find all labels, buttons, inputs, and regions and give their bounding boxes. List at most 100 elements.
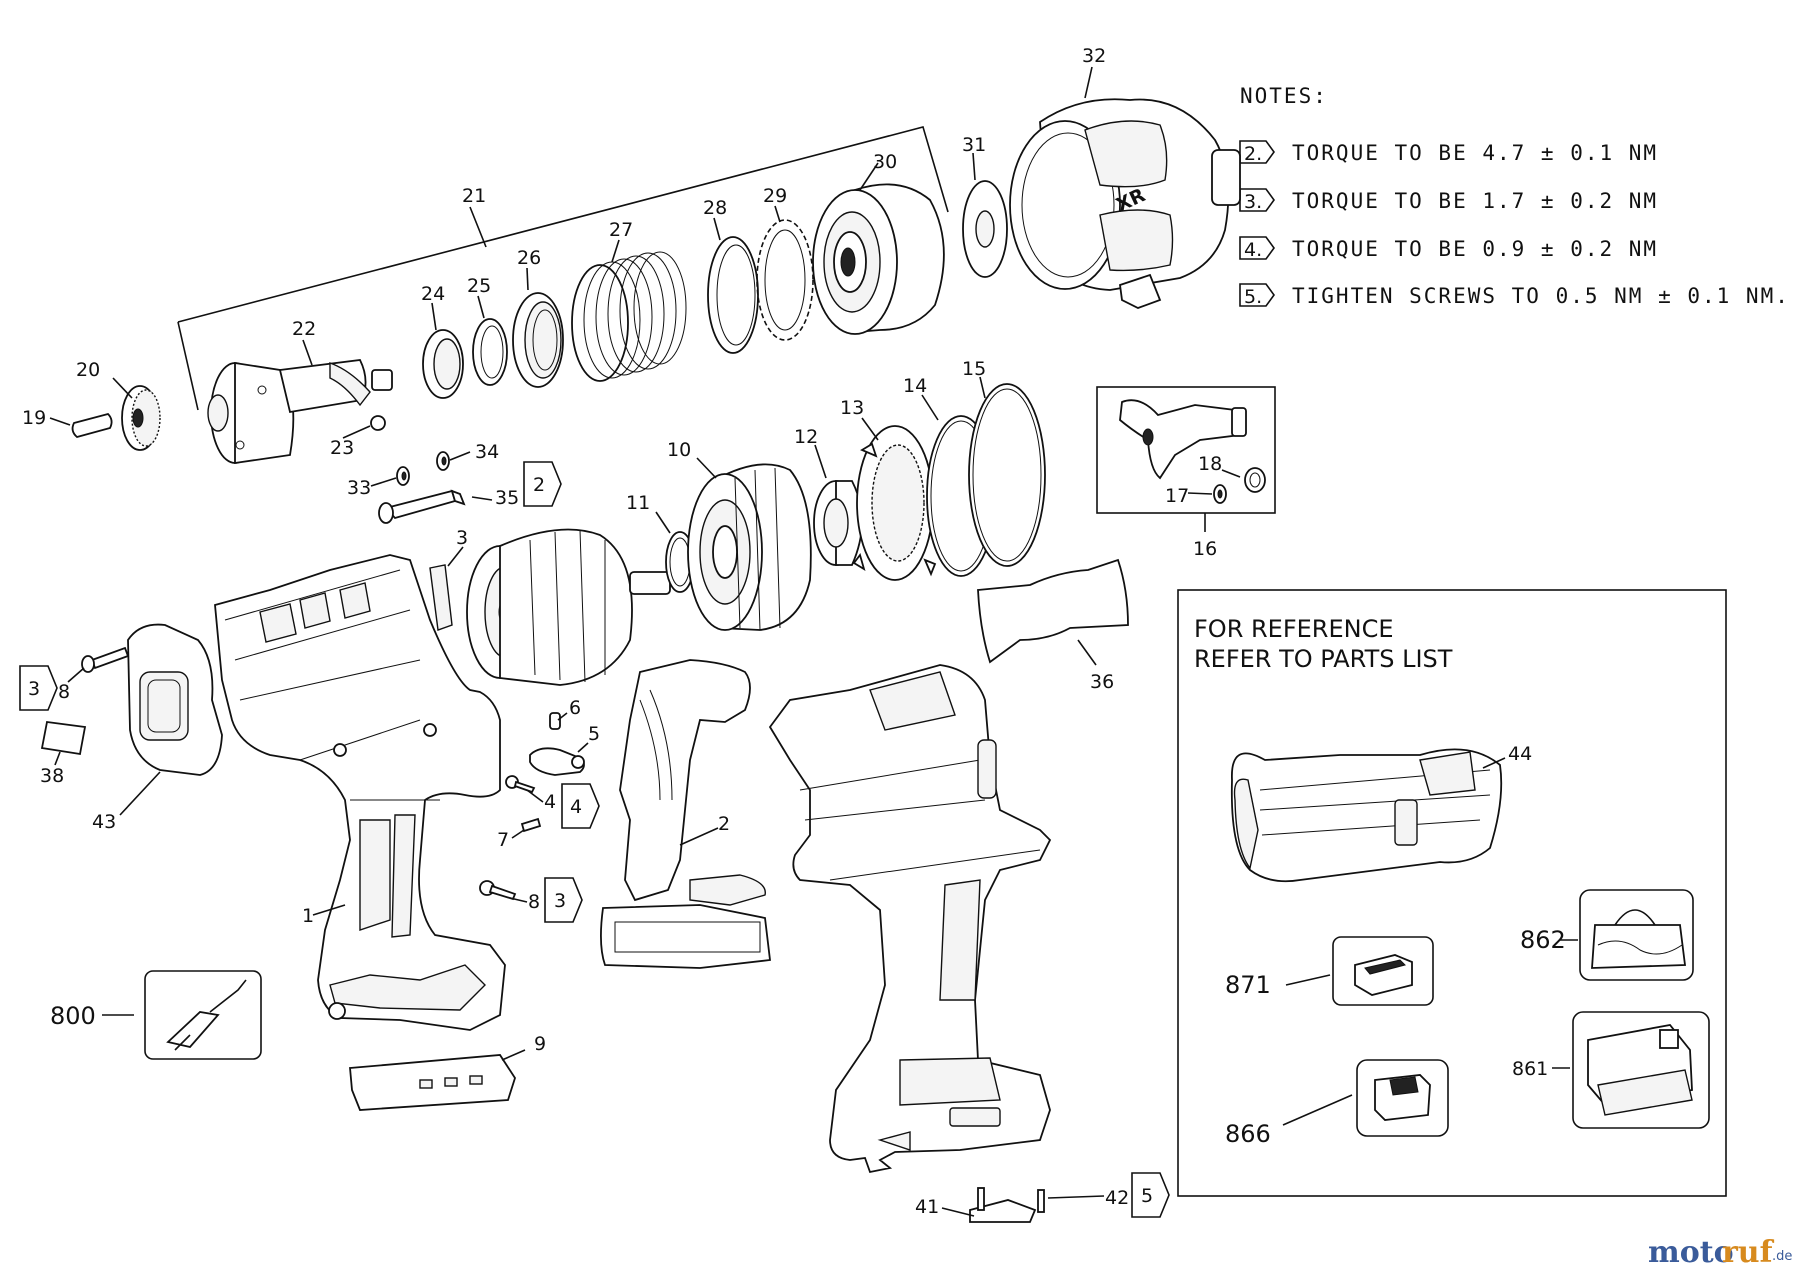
- part-label-3: 3: [456, 527, 468, 549]
- part-38-label: [40, 720, 87, 756]
- part-label-862: 862: [1520, 926, 1566, 954]
- part-label-4: 4: [544, 791, 556, 813]
- part-label-17: 17: [1165, 485, 1189, 507]
- part-26-bearing: [512, 292, 564, 388]
- watermark-suffix: .de: [1772, 1249, 1792, 1264]
- part-label-26: 26: [517, 247, 541, 269]
- part-6-led: [549, 712, 561, 730]
- svg-text:2: 2: [533, 474, 545, 496]
- part-label-44: 44: [1508, 743, 1532, 765]
- part-1-left-housing: [214, 554, 506, 1031]
- part-label-28: 28: [703, 197, 727, 219]
- note-flag-3-middle: 3: [544, 877, 583, 923]
- svg-text:5: 5: [1141, 1185, 1153, 1207]
- part-label-38: 38: [40, 765, 64, 787]
- part-7-pin: [520, 817, 542, 833]
- part-20-gear: [121, 385, 161, 451]
- part-861-case: [1572, 1011, 1710, 1129]
- part-15-ring: [968, 383, 1046, 567]
- part-label-14: 14: [903, 375, 927, 397]
- motor-assembly: [466, 528, 671, 686]
- reference-line-1: FOR REFERENCE: [1194, 615, 1394, 643]
- part-27-spring: [571, 251, 687, 382]
- assembly-bracket-21: [177, 126, 949, 323]
- note-flag: 5.: [1244, 286, 1262, 308]
- watermark-logo: moto ruf .de: [1648, 1235, 1792, 1270]
- part-label-861: 861: [1512, 1058, 1548, 1080]
- part-label-41: 41: [915, 1196, 939, 1218]
- part-label-12: 12: [794, 426, 818, 448]
- part-label-10: 10: [667, 439, 691, 461]
- part-36-label: [977, 558, 1129, 664]
- part-24-washer: [422, 329, 464, 399]
- part-12-bearing: [813, 480, 863, 566]
- part-25-washer: [472, 318, 508, 386]
- note-flag: 2.: [1244, 143, 1262, 165]
- part-label-6: 6: [569, 697, 581, 719]
- part-label-36: 36: [1090, 671, 1114, 693]
- part-label-871: 871: [1225, 971, 1271, 999]
- part-label-19: 19: [22, 407, 46, 429]
- part-22-spindle: [207, 359, 393, 465]
- part-label-1: 1: [302, 905, 314, 927]
- part-5-switch: [529, 747, 585, 776]
- part-28-ring: [707, 236, 759, 354]
- part-16-anvil-kit: [1096, 386, 1276, 514]
- part-19-pin: [71, 412, 113, 438]
- part-862-bag: [1579, 889, 1694, 981]
- note-item-3: 3. TORQUE TO BE 1.7 ± 0.2 NM: [1239, 188, 1658, 213]
- reference-box: FOR REFERENCE REFER TO PARTS LIST 44 862: [1177, 589, 1727, 1197]
- part-41-42-clip: [969, 1187, 1045, 1223]
- part-label-8-middle: 8: [528, 891, 540, 913]
- part-label-2: 2: [718, 813, 730, 835]
- part-43-rear-cap: [127, 623, 223, 776]
- part-30-hammer: [812, 183, 945, 335]
- part-33-nut: [396, 466, 410, 486]
- note-text: TIGHTEN SCREWS TO 0.5 NM ± 0.1 NM.: [1292, 284, 1790, 308]
- part-871-charger: [1332, 936, 1434, 1006]
- part-label-18: 18: [1198, 453, 1222, 475]
- part-label-33: 33: [347, 477, 371, 499]
- part-label-7: 7: [497, 829, 509, 851]
- note-text: TORQUE TO BE 1.7 ± 0.2 NM: [1292, 189, 1658, 213]
- part-label-15: 15: [962, 358, 986, 380]
- part-label-43: 43: [92, 811, 116, 833]
- part-label-20: 20: [76, 359, 100, 381]
- notes-block: NOTES: 2. TORQUE TO BE 4.7 ± 0.1 NM 3. T…: [1239, 84, 1790, 308]
- part-4-screw: [505, 775, 536, 794]
- part-34-nut: [436, 451, 450, 471]
- watermark-accent: ruf: [1722, 1235, 1775, 1270]
- part-3-strip: [429, 564, 453, 631]
- part-9-terminal: [349, 1054, 516, 1111]
- reference-line-2: REFER TO PARTS LIST: [1194, 645, 1453, 673]
- part-label-800: 800: [50, 1002, 96, 1030]
- part-label-30: 30: [873, 151, 897, 173]
- part-label-9: 9: [534, 1033, 546, 1055]
- part-8-screw-left: [81, 646, 130, 673]
- part-label-35: 35: [495, 487, 519, 509]
- note-item-4: 4. TORQUE TO BE 0.9 ± 0.2 NM: [1239, 236, 1656, 261]
- part-31-washer: [962, 180, 1008, 278]
- part-label-31: 31: [962, 134, 986, 156]
- part-32-front-housing: XR: [1009, 98, 1241, 309]
- note-flag-2: 2: [523, 461, 562, 507]
- svg-text:3: 3: [28, 678, 40, 700]
- part-label-21: 21: [462, 185, 486, 207]
- part-800-grease: [144, 970, 262, 1060]
- part-label-11: 11: [626, 492, 650, 514]
- part-right-housing: [768, 664, 1052, 1174]
- svg-text:4: 4: [570, 796, 582, 818]
- part-label-23: 23: [330, 437, 354, 459]
- part-label-16: 16: [1193, 538, 1217, 560]
- note-flag-5: 5: [1131, 1172, 1170, 1218]
- part-13-ring-gear: [852, 425, 942, 581]
- part-10-gear-case: [687, 463, 812, 631]
- svg-text:3: 3: [554, 890, 566, 912]
- watermark-main: moto: [1648, 1235, 1734, 1270]
- part-8-screw-middle: [479, 880, 517, 901]
- note-flag-3-left: 3: [19, 665, 58, 711]
- part-label-24: 24: [421, 283, 445, 305]
- part-label-5: 5: [588, 723, 600, 745]
- part-label-25: 25: [467, 275, 491, 297]
- part-866-battery: [1356, 1059, 1449, 1137]
